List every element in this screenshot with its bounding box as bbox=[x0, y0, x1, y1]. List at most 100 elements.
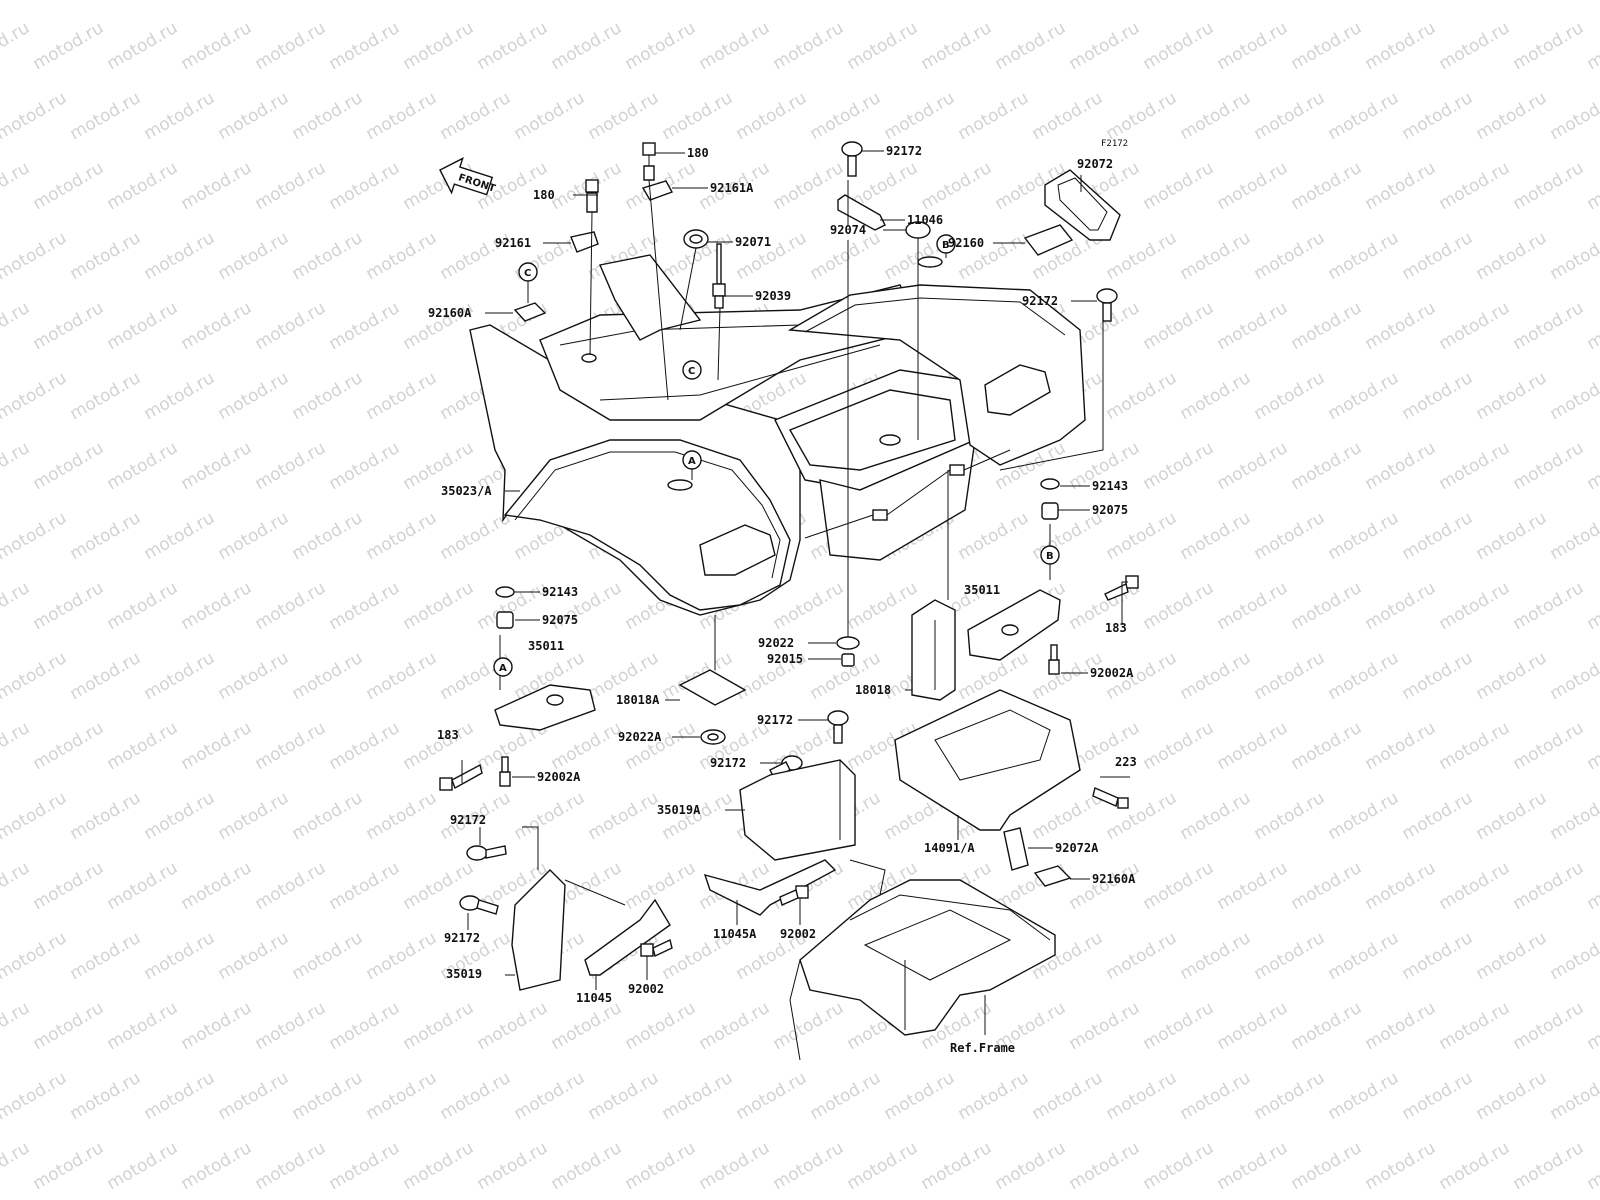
watermark-text: motod.ru bbox=[1103, 368, 1181, 424]
watermark-text: motod.ru bbox=[141, 928, 219, 984]
label-18018: 18018 bbox=[855, 683, 891, 697]
clip-92072a-icon bbox=[1003, 827, 1029, 871]
bracket-11045-icon bbox=[584, 898, 671, 976]
watermark-text: motod.ru bbox=[252, 298, 330, 354]
label-92160: 92160 bbox=[948, 236, 984, 250]
watermark-text: motod.ru bbox=[1251, 0, 1329, 4]
watermark-text: motod.ru bbox=[400, 718, 478, 774]
bolt-180-b-icon bbox=[585, 179, 599, 213]
watermark-text: motod.ru bbox=[770, 158, 848, 214]
watermark-text: motod.ru bbox=[955, 88, 1033, 144]
watermark-text: motod.ru bbox=[659, 0, 737, 4]
watermark-text: motod.ru bbox=[326, 858, 404, 914]
watermark-text: motod.ru bbox=[1140, 438, 1218, 494]
watermark-text: motod.ru bbox=[770, 1138, 848, 1194]
watermark-text: motod.ru bbox=[67, 1068, 145, 1124]
watermark-text: motod.ru bbox=[1547, 368, 1600, 424]
watermark-text: motod.ru bbox=[474, 998, 552, 1054]
watermark-text: motod.ru bbox=[437, 508, 515, 564]
ref-marker-b-top: B bbox=[936, 234, 956, 258]
watermark-text: motod.ru bbox=[30, 718, 108, 774]
watermark-text: motod.ru bbox=[1399, 228, 1477, 284]
label-180-b: 180 bbox=[533, 188, 555, 202]
watermark-text: motod.ru bbox=[326, 578, 404, 634]
pad-92160a-icon bbox=[513, 302, 547, 322]
watermark-text: motod.ru bbox=[215, 228, 293, 284]
watermark-text: motod.ru bbox=[770, 18, 848, 74]
watermark-text: motod.ru bbox=[1140, 858, 1218, 914]
watermark-text: motod.ru bbox=[215, 0, 293, 4]
watermark-text: motod.ru bbox=[1510, 1138, 1588, 1194]
watermark-text: motod.ru bbox=[955, 1068, 1033, 1124]
watermark-text: motod.ru bbox=[1177, 368, 1255, 424]
watermark-text: motod.ru bbox=[844, 578, 922, 634]
watermark-text: motod.ru bbox=[363, 928, 441, 984]
bolt-223-icon bbox=[1092, 787, 1129, 809]
watermark-text: motod.ru bbox=[696, 998, 774, 1054]
watermark-text: motod.ru bbox=[0, 1068, 70, 1124]
watermark-text: motod.ru bbox=[881, 1068, 959, 1124]
watermark-text: motod.ru bbox=[1177, 788, 1255, 844]
bolt-180-a-icon bbox=[642, 142, 656, 181]
watermark-text: motod.ru bbox=[0, 998, 33, 1054]
label-92172-mid2: 92172 bbox=[710, 756, 746, 770]
watermark-text: motod.ru bbox=[1399, 648, 1477, 704]
washer-92143-left-icon bbox=[495, 586, 515, 598]
bolt-92002a-right-icon bbox=[1048, 644, 1060, 675]
watermark-text: motod.ru bbox=[252, 158, 330, 214]
watermark-text: motod.ru bbox=[0, 578, 33, 634]
watermark-text: motod.ru bbox=[1029, 0, 1107, 4]
watermark-text: motod.ru bbox=[1103, 928, 1181, 984]
watermark-text: motod.ru bbox=[289, 228, 367, 284]
watermark-text: motod.ru bbox=[0, 858, 33, 914]
watermark-text: motod.ru bbox=[1177, 0, 1255, 4]
label-11045a: 11045A bbox=[713, 927, 757, 941]
label-183-right: 183 bbox=[1105, 621, 1127, 635]
watermark-text: motod.ru bbox=[1066, 858, 1144, 914]
watermark-text: motod.ru bbox=[326, 18, 404, 74]
watermark-text: motod.ru bbox=[30, 158, 108, 214]
label-92022a: 92022A bbox=[618, 730, 662, 744]
watermark-text: motod.ru bbox=[0, 1138, 33, 1194]
watermark-text: motod.ru bbox=[1399, 508, 1477, 564]
watermark-text: motod.ru bbox=[1584, 998, 1600, 1054]
watermark-text: motod.ru bbox=[1325, 508, 1403, 564]
watermark-text: motod.ru bbox=[30, 1138, 108, 1194]
pad-92160a-right-icon bbox=[1033, 865, 1072, 887]
watermark-text: motod.ru bbox=[511, 1068, 589, 1124]
watermark-text: motod.ru bbox=[1399, 928, 1477, 984]
watermark-text: motod.ru bbox=[844, 1138, 922, 1194]
watermark-text: motod.ru bbox=[511, 788, 589, 844]
watermark-text: motod.ru bbox=[289, 508, 367, 564]
watermark-text: motod.ru bbox=[1473, 788, 1551, 844]
watermark-text: motod.ru bbox=[622, 18, 700, 74]
watermark-text: motod.ru bbox=[1362, 438, 1440, 494]
watermark-text: motod.ru bbox=[326, 1138, 404, 1194]
watermark-text: motod.ru bbox=[659, 88, 737, 144]
washer-92022-icon bbox=[836, 636, 860, 650]
watermark-text: motod.ru bbox=[622, 858, 700, 914]
watermark-text: motod.ru bbox=[733, 0, 811, 4]
watermark-text: motod.ru bbox=[141, 508, 219, 564]
watermark-text: motod.ru bbox=[511, 88, 589, 144]
label-92002-low: 92002 bbox=[628, 982, 664, 996]
watermark-text: motod.ru bbox=[104, 158, 182, 214]
watermark-text: motod.ru bbox=[67, 88, 145, 144]
watermark-text: motod.ru bbox=[548, 18, 626, 74]
watermark-text: motod.ru bbox=[0, 18, 33, 74]
label-92072a: 92072A bbox=[1055, 841, 1099, 855]
watermark-text: motod.ru bbox=[1214, 578, 1292, 634]
watermark-text: motod.ru bbox=[1251, 788, 1329, 844]
watermark-text: motod.ru bbox=[1547, 88, 1600, 144]
watermark-text: motod.ru bbox=[1066, 18, 1144, 74]
watermark-text: motod.ru bbox=[1436, 158, 1514, 214]
watermark-text: motod.ru bbox=[1288, 298, 1366, 354]
label-92002a-left: 92002A bbox=[537, 770, 581, 784]
watermark-text: motod.ru bbox=[326, 438, 404, 494]
watermark-text: motod.ru bbox=[1436, 718, 1514, 774]
watermark-text: motod.ru bbox=[289, 368, 367, 424]
watermark-text: motod.ru bbox=[1288, 438, 1366, 494]
watermark-text: motod.ru bbox=[437, 0, 515, 4]
watermark-text: motod.ru bbox=[252, 578, 330, 634]
